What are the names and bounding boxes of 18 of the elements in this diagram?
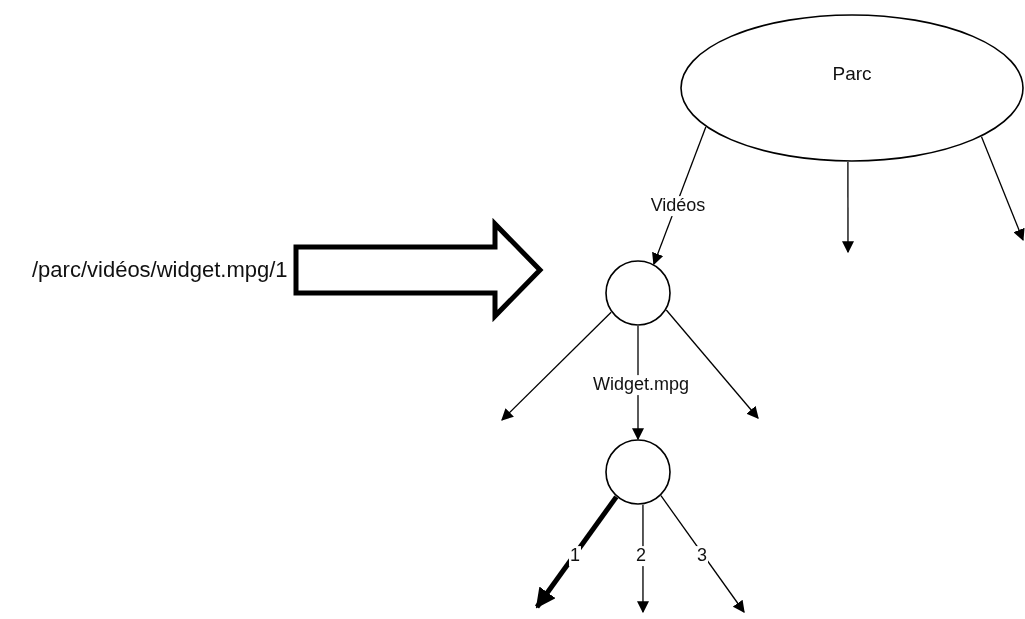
path-text: /parc/vidéos/widget.mpg/1 [32,255,294,285]
node-label: Parc [832,63,872,85]
edge-label: 3 [696,546,708,566]
arrow [842,161,854,254]
arrow [660,495,745,613]
arrow [980,136,1025,242]
ellipse-node [680,14,1024,162]
block-arrow [293,217,544,323]
edge-label: Vidéos [649,196,707,216]
circle-node [605,439,671,505]
arrow [665,309,759,419]
edge-label: Widget.mpg [592,375,690,395]
arrow [501,311,612,421]
edge-label: 2 [635,546,647,566]
edge-label: 1 [569,546,581,566]
arrow [534,495,619,609]
circle-node [605,260,671,326]
arrow [637,504,649,614]
